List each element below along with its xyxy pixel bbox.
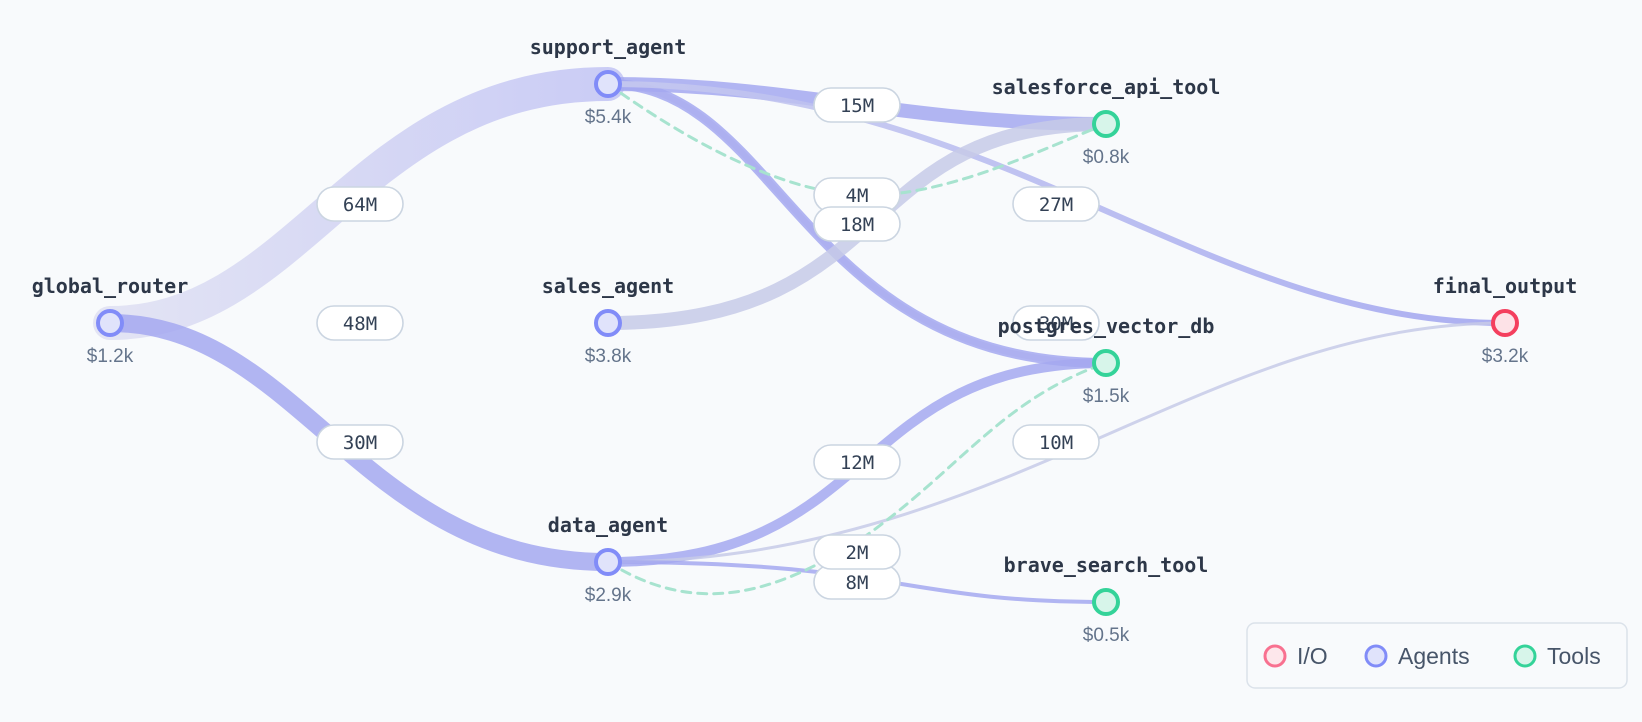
- node-cost-label: $2.9k: [585, 585, 632, 606]
- node-name-label: postgres_vector_db: [998, 314, 1215, 338]
- tool-node-icon[interactable]: [1092, 349, 1120, 377]
- node-final-output[interactable]: final_output $3.2k: [1433, 274, 1578, 367]
- node-name-label: global_router: [32, 274, 189, 298]
- node-cost-label: $3.8k: [585, 346, 632, 367]
- edge-label-value: 10M: [1039, 432, 1073, 454]
- agent-legend-icon: [1364, 644, 1388, 668]
- node-cost-label: $1.2k: [87, 346, 134, 367]
- edge-label-router-support: 64M: [316, 186, 404, 222]
- agent-node-icon[interactable]: [96, 309, 124, 337]
- legend-label-io: I/O: [1297, 643, 1328, 669]
- node-name-label: salesforce_api_tool: [992, 75, 1221, 99]
- edge-label-pill: [1012, 186, 1100, 222]
- edge-label-value: 18M: [840, 214, 874, 236]
- legend-label-agents: Agents: [1398, 643, 1470, 669]
- edge-label-data-brave: 8M: [813, 564, 901, 600]
- legend-box: [1246, 622, 1628, 689]
- edge-label-pill: [316, 186, 404, 222]
- edge-label-pill: [1012, 305, 1100, 341]
- edge-label-value: 4M: [846, 185, 869, 207]
- legend-item-agents: Agents: [1364, 643, 1470, 669]
- agent-node-icon[interactable]: [594, 309, 622, 337]
- io-legend-icon: [1263, 644, 1287, 668]
- node-cost-label: $3.2k: [1482, 346, 1529, 367]
- edge-label-data-postgres-dashed: 2M: [813, 534, 901, 570]
- node-data-agent[interactable]: data_agent $2.9k: [548, 513, 668, 606]
- edges-layer: [93, 67, 1508, 604]
- tool-node-icon[interactable]: [1092, 588, 1120, 616]
- edge-label-value: 30M: [343, 432, 377, 454]
- edge-label-support-salesforce: 15M: [813, 87, 901, 123]
- edge-support_agent-to-salesforce_api_tool-dashed: [606, 82, 1108, 197]
- node-name-label: final_output: [1433, 274, 1578, 298]
- edge-label-value: 30M: [1039, 313, 1073, 335]
- node-support-agent[interactable]: support_agent $5.4k: [530, 35, 687, 128]
- node-cost-label: $0.8k: [1083, 147, 1130, 168]
- node-name-label: brave_search_tool: [1004, 553, 1209, 577]
- node-cost-label: $0.5k: [1083, 625, 1130, 646]
- edge-label-value: 8M: [846, 572, 869, 594]
- legend: I/O Agents Tools: [1246, 622, 1628, 689]
- edge-label-support-final: 27M: [1012, 186, 1100, 222]
- edge-label-router-sales: 48M: [316, 305, 404, 341]
- edge-label-value: 12M: [840, 452, 874, 474]
- edge-label-sales-final: 30M: [1012, 305, 1100, 341]
- node-postgres-vector-db[interactable]: postgres_vector_db $1.5k: [998, 314, 1215, 407]
- edge-label-pill: [1012, 424, 1100, 460]
- edge-label-pill: [316, 305, 404, 341]
- node-name-label: support_agent: [530, 35, 687, 59]
- edge-label-data-final: 10M: [1012, 424, 1100, 460]
- node-salesforce-api-tool[interactable]: salesforce_api_tool $0.8k: [992, 75, 1221, 168]
- tool-legend-icon: [1513, 644, 1537, 668]
- node-cost-label: $5.4k: [585, 107, 632, 128]
- node-brave-search-tool[interactable]: brave_search_tool $0.5k: [1004, 553, 1209, 646]
- node-sales-agent[interactable]: sales_agent $3.8k: [542, 274, 674, 367]
- edge-label-support-postgres: 4M: [813, 177, 901, 213]
- edge-label-data-postgres: 12M: [813, 444, 901, 480]
- edge-support_agent-to-postgres_vector_db: [603, 79, 1111, 368]
- tool-node-icon[interactable]: [1092, 110, 1120, 138]
- edge-label-pill: [813, 206, 901, 242]
- edge-label-pill: [813, 87, 901, 123]
- legend-label-tools: Tools: [1547, 643, 1601, 669]
- edge-label-pill: [813, 534, 901, 570]
- legend-item-tools: Tools: [1513, 643, 1601, 669]
- nodes-layer: global_router $1.2k support_agent $5.4k sale…: [32, 35, 1578, 646]
- legend-item-io: I/O: [1263, 643, 1328, 669]
- edge-labels-layer: 64M 48M 30M 15M 4M 27M 18M 30M 12M 10M 8M 2M: [316, 87, 1100, 600]
- node-name-label: data_agent: [548, 513, 668, 537]
- edge-label-value: 15M: [840, 95, 874, 117]
- agent-node-icon[interactable]: [594, 548, 622, 576]
- agent-node-icon[interactable]: [594, 70, 622, 98]
- node-name-label: sales_agent: [542, 274, 674, 298]
- edge-label-value: 27M: [1039, 194, 1073, 216]
- edge-label-pill: [316, 424, 404, 460]
- edge-label-value: 2M: [846, 542, 869, 564]
- node-global-router[interactable]: global_router $1.2k: [32, 274, 189, 367]
- edge-label-pill: [813, 444, 901, 480]
- node-cost-label: $1.5k: [1083, 386, 1130, 407]
- edge-label-value: 64M: [343, 194, 377, 216]
- edge-data_agent-to-postgres_vector_db-dashed: [606, 361, 1108, 596]
- io-node-icon[interactable]: [1491, 309, 1519, 337]
- edge-label-value: 48M: [343, 313, 377, 335]
- edge-label-sales-salesforce: 18M: [813, 206, 901, 242]
- edge-label-router-data: 30M: [316, 424, 404, 460]
